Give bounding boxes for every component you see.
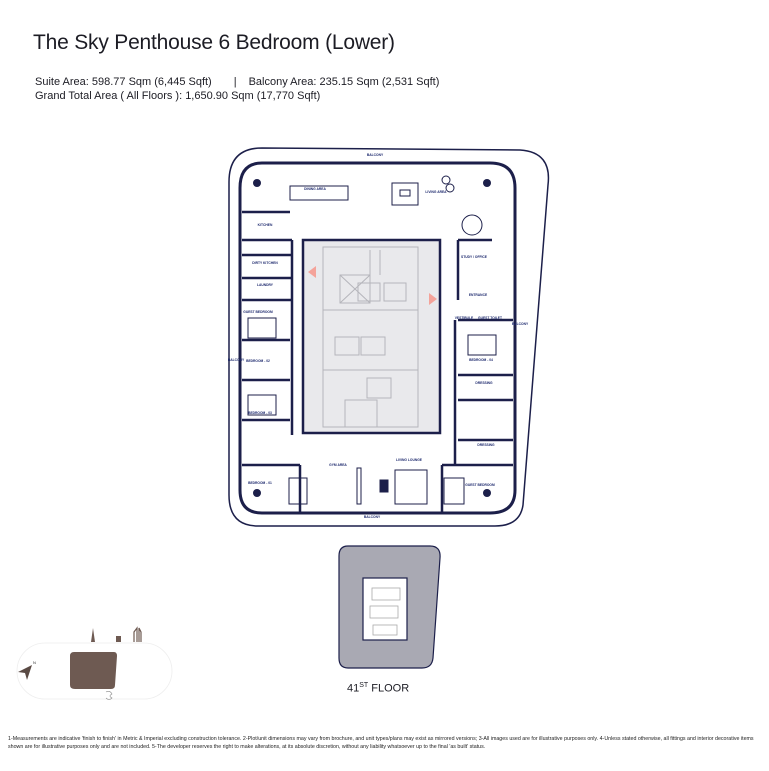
entry-arrow-left: [308, 266, 316, 278]
room-label: BALCONY: [228, 358, 245, 362]
separator: |: [233, 76, 237, 88]
interior-walls: [242, 210, 513, 513]
columns: [253, 179, 491, 497]
room-label: LAUNDRY: [257, 283, 274, 287]
room-label: BEDROOM - 03: [248, 411, 272, 415]
room-label: ENTRANCE: [469, 293, 488, 297]
room-label: BEDROOM - 02: [246, 359, 270, 363]
floor-number: 41: [347, 682, 360, 695]
room-label: BEDROOM - 01: [248, 481, 272, 485]
floor-label: 41ST FLOOR: [347, 682, 409, 695]
grand-total-area: Grand Total Area ( All Floors ): 1,650.9…: [35, 90, 321, 102]
furniture: [247, 175, 497, 505]
room-label: DRESSING: [475, 381, 493, 385]
compass-label: N: [33, 660, 36, 665]
room-label: VESTIBULE: [455, 316, 474, 320]
suite-area: Suite Area: 598.77 Sqm (6,445 Sqft): [35, 76, 212, 88]
room-label: DIRTY KITCHEN: [252, 261, 278, 265]
outer-outline: [228, 147, 550, 527]
room-label: GUEST BEDROOM: [465, 483, 495, 487]
locator-road-icon: [105, 691, 113, 700]
key-plan-details: [369, 587, 401, 636]
balcony-area: Balcony Area: 235.15 Sqm (2,531 Sqft): [248, 76, 440, 88]
room-label: BEDROOM - 04: [469, 358, 493, 362]
room-label: GUEST BEDROOM: [243, 310, 273, 314]
room-label: LIVING AREA: [425, 190, 447, 194]
room-label: KITCHEN: [258, 223, 273, 227]
room-label: LIVING LOUNGE: [396, 458, 423, 462]
locator-ring: [16, 642, 173, 700]
landmark-tower-icon: [91, 628, 95, 642]
disclaimer-footer: 1-Measurements are indicative 'finish to…: [8, 736, 754, 750]
room-label: GYM AREA: [329, 463, 347, 467]
room-label: GUEST TOILET: [478, 316, 502, 320]
floor-suffix-sup: ST: [359, 682, 369, 689]
entry-arrow-right: [429, 293, 437, 305]
core-details: [322, 246, 419, 428]
room-label: STUDY / OFFICE: [461, 255, 488, 259]
locator-building: [70, 652, 117, 689]
room-label: BALCONY: [367, 153, 384, 157]
landmark-twin-towers-icon: [133, 626, 142, 642]
room-label: BALCONY: [512, 322, 529, 326]
floor-word: FLOOR: [368, 682, 410, 695]
facade-wall: [238, 161, 517, 515]
page-title: The Sky Penthouse 6 Bedroom (Lower): [33, 31, 395, 54]
room-label: BALCONY: [364, 515, 381, 519]
landmark-building-icon: [116, 636, 121, 642]
room-label: DINING AREA: [304, 187, 326, 191]
north-arrow-icon: [18, 665, 32, 680]
building-core: [301, 238, 442, 435]
room-label: DRESSING: [477, 443, 495, 447]
area-line-1: Suite Area: 598.77 Sqm (6,445 Sqft) | Balc…: [35, 76, 439, 88]
